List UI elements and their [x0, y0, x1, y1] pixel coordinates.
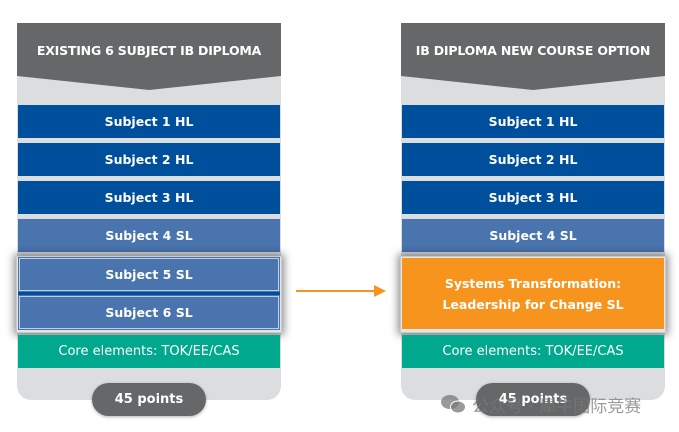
right-subject-4-sl: Subject 4 SL [402, 219, 664, 252]
new-course-title: IB DIPLOMA NEW COURSE OPTION [415, 43, 651, 58]
new-course-line-2: Leadership for Change SL [442, 296, 624, 312]
arrow-right-icon [296, 285, 386, 297]
left-subject-6-sl: Subject 6 SL [18, 295, 280, 330]
new-course-header: IB DIPLOMA NEW COURSE OPTION [401, 23, 665, 91]
left-points-badge: 45 points [92, 383, 206, 416]
left-subject-4-sl: Subject 4 SL [18, 219, 280, 252]
right-core-elements: Core elements: TOK/EE/CAS [402, 335, 664, 368]
right-subject-1-hl: Subject 1 HL [402, 105, 664, 138]
existing-diploma-panel: EXISTING 6 SUBJECT IB DIPLOMA Subject 1 … [16, 23, 282, 400]
left-subject-3-hl: Subject 3 HL [18, 181, 280, 214]
right-points-badge: 45 points [476, 383, 590, 416]
header-chevron-shape [17, 23, 281, 90]
right-subject-3-hl: Subject 3 HL [402, 181, 664, 214]
watermark-text: 公众号 · 犀牛国际竞赛 [472, 396, 642, 417]
new-course-systems-transformation: Systems Transformation: Leadership for C… [402, 258, 664, 329]
new-course-panel: IB DIPLOMA NEW COURSE OPTION Subject 1 H… [400, 23, 666, 400]
header-chevron-shape [401, 23, 665, 90]
left-subject-1-hl: Subject 1 HL [18, 105, 280, 138]
left-subject-5-sl: Subject 5 SL [18, 257, 280, 292]
watermark: 公众号 · 犀牛国际竞赛 [440, 391, 641, 417]
left-core-elements: Core elements: TOK/EE/CAS [18, 335, 280, 368]
existing-diploma-header: EXISTING 6 SUBJECT IB DIPLOMA [17, 23, 281, 91]
subject-divider [18, 292, 280, 295]
new-course-line-1: Systems Transformation: [444, 275, 622, 291]
left-subject-2-hl: Subject 2 HL [18, 143, 280, 176]
wechat-icon [440, 394, 466, 414]
right-subject-2-hl: Subject 2 HL [402, 143, 664, 176]
existing-diploma-title: EXISTING 6 SUBJECT IB DIPLOMA [36, 43, 262, 58]
